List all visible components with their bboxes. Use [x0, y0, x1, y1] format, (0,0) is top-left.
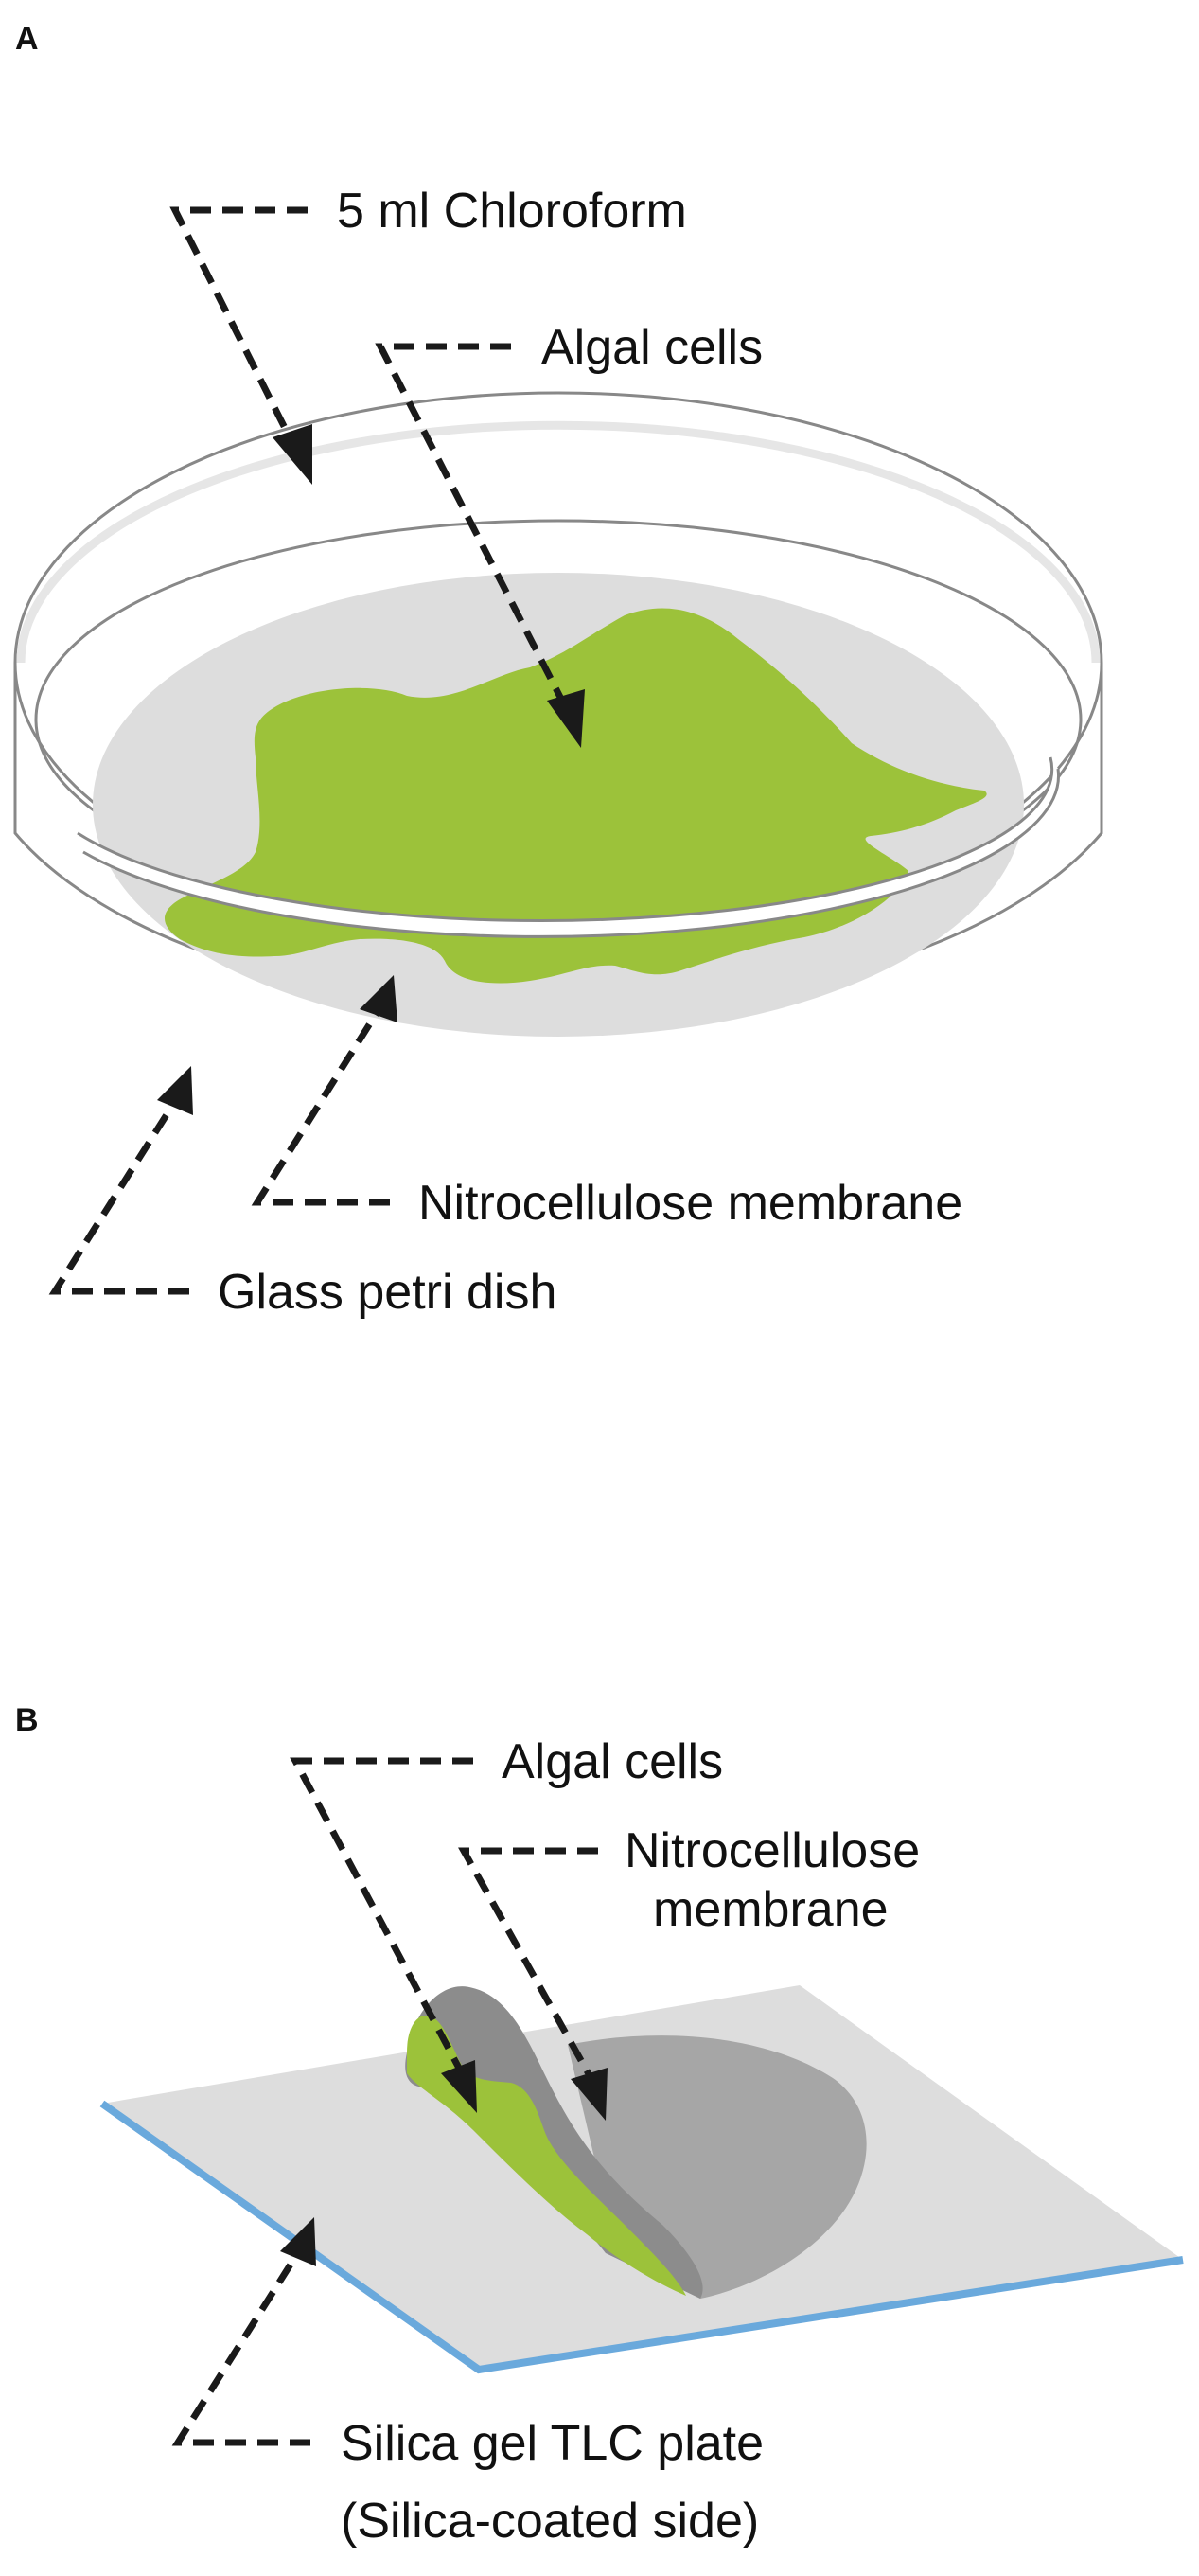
label-membrane-b-line1: Nitrocellulose — [625, 1823, 920, 1878]
callout-algal-cells-a: Algal cells — [375, 320, 763, 748]
membrane-peeled-curl — [405, 1986, 703, 2299]
callout-chloroform: 5 ml Chloroform — [169, 184, 687, 485]
arrowhead-dish — [157, 1066, 193, 1115]
leader-membrane-b — [458, 1847, 598, 2081]
label-dish: Glass petri dish — [218, 1265, 556, 1320]
label-tlc-plate-line1: Silica gel TLC plate — [341, 2416, 764, 2471]
leader-tlc-plate — [171, 2255, 310, 2446]
panel-a: A 5 ml Chloroform — [13, 21, 1103, 1320]
arrowhead-algal-cells-b — [441, 2060, 477, 2113]
leader-dish — [48, 1104, 189, 1295]
label-membrane-b-line2: membrane — [653, 1882, 889, 1937]
panel-b-letter: B — [15, 1702, 39, 1738]
label-tlc-plate-line2: (Silica-coated side) — [341, 2494, 759, 2549]
label-algal-cells-b: Algal cells — [502, 1734, 723, 1789]
dish-front-wall-edge-upper — [77, 756, 1054, 923]
label-chloroform: 5 ml Chloroform — [337, 184, 687, 239]
leader-chloroform — [169, 206, 308, 447]
callout-dish: Glass petri dish — [48, 1066, 556, 1320]
tlc-plate-coated-edge — [99, 2100, 1184, 2374]
leader-algal-cells-b — [290, 1757, 473, 2075]
dish-front-wall-edge-lower — [82, 768, 1061, 938]
label-membrane-a: Nitrocellulose membrane — [418, 1176, 962, 1231]
dish-rim-highlight — [16, 420, 1101, 664]
callout-tlc-plate: Silica gel TLC plate (Silica-coated side… — [171, 2217, 764, 2549]
arrowhead-membrane-a — [360, 975, 397, 1022]
glass-petri-dish — [13, 391, 1103, 1037]
leader-algal-cells-a — [375, 343, 570, 710]
arrowhead-chloroform — [273, 424, 312, 485]
arrowhead-membrane-b — [571, 2068, 608, 2121]
leader-membrane-a — [251, 1011, 390, 1206]
callout-membrane-b: Nitrocellulose membrane — [458, 1823, 920, 2121]
callout-membrane-a: Nitrocellulose membrane — [251, 975, 962, 1231]
callout-algal-cells-b: Algal cells — [290, 1734, 723, 2113]
arrowhead-tlc-plate — [280, 2217, 316, 2266]
arrowhead-algal-cells-a — [547, 689, 585, 748]
panel-b: B Algal cells Nitrocellulose membrane — [15, 1702, 1184, 2549]
algal-cells-on-membrane — [407, 2016, 686, 2296]
label-algal-cells-a: Algal cells — [541, 320, 763, 375]
panel-a-letter: A — [15, 21, 39, 57]
algal-cells-layer — [164, 608, 987, 984]
